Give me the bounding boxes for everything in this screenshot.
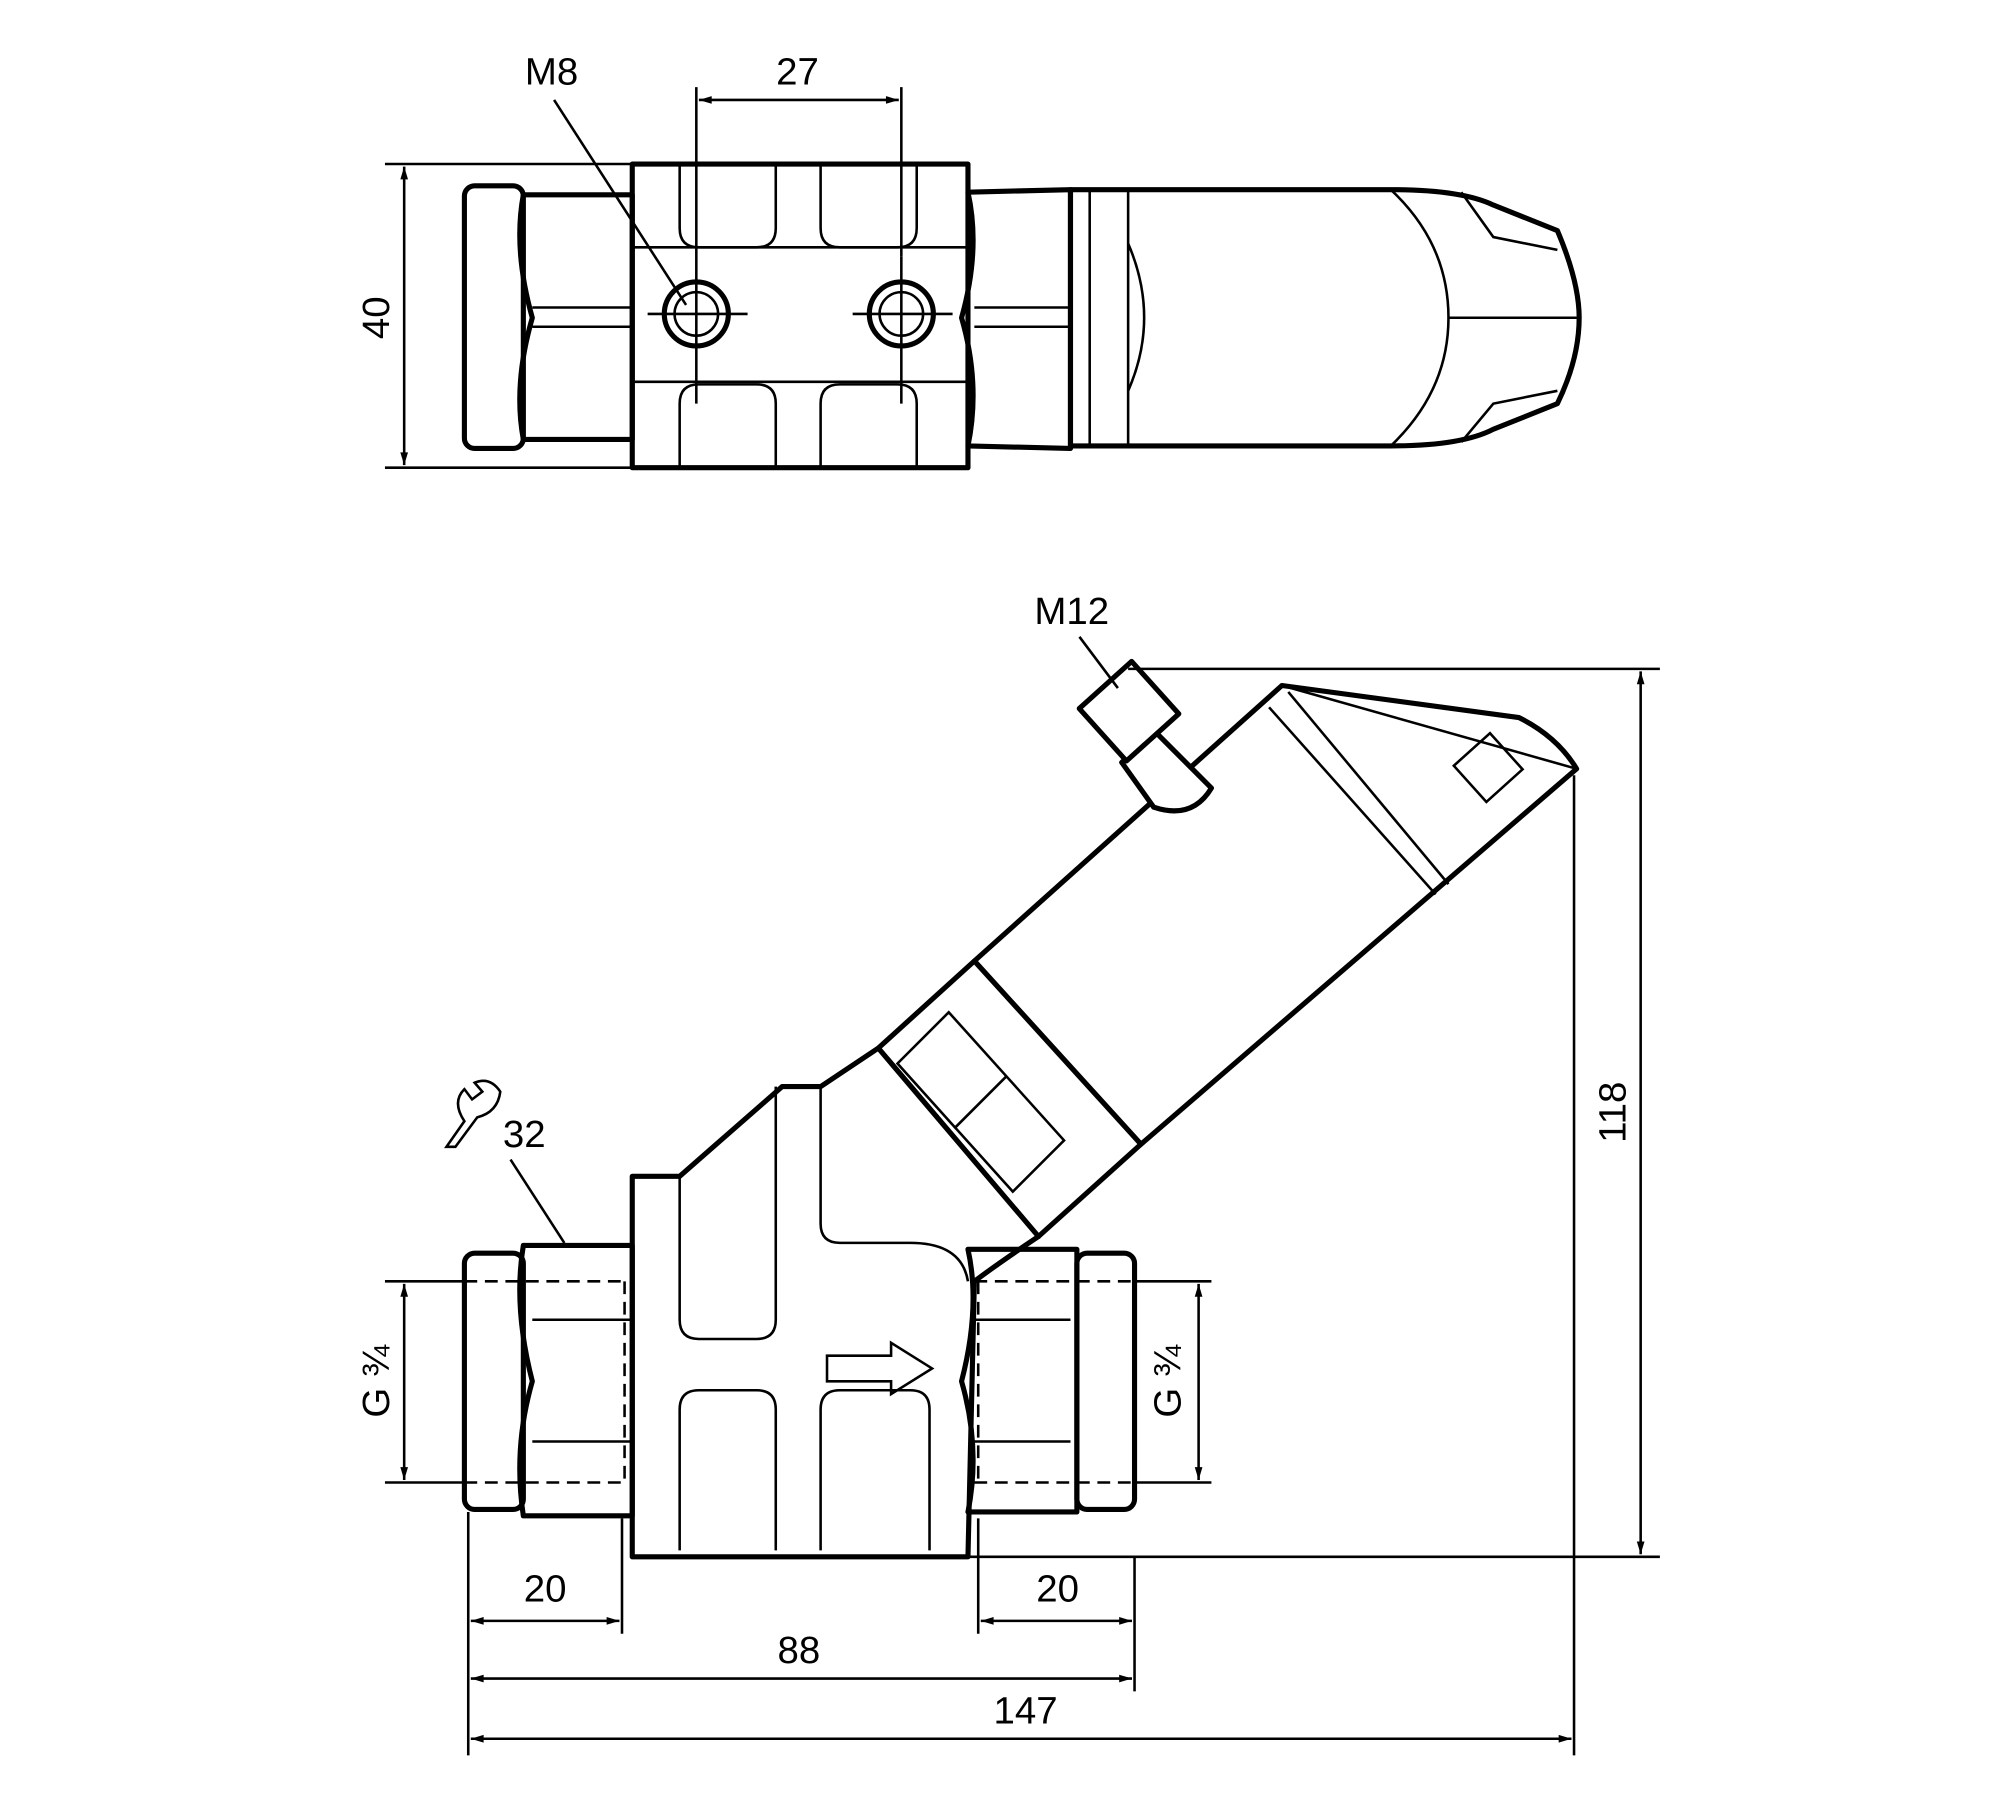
top-view: 40 27 M8 <box>355 51 1582 471</box>
center-block <box>629 161 971 471</box>
m12-label: M12 <box>1034 590 1109 633</box>
left-thread-length-label: 20 <box>524 1568 567 1611</box>
wrench-icon <box>444 1079 502 1149</box>
left-hex-nut <box>517 192 635 443</box>
led-window <box>1451 731 1525 804</box>
wrench-size-label: 32 <box>503 1113 546 1156</box>
side-view: M12 32 G ¾ G ¾ 118 20 20 88 147 <box>355 590 1660 1756</box>
top-height-label: 40 <box>355 296 398 339</box>
left-fitting-side <box>461 1250 526 1512</box>
flow-direction-arrow-icon <box>825 1340 935 1397</box>
right-thread-label: G ¾ <box>1147 1344 1190 1418</box>
m12-connector <box>1076 658 1214 814</box>
right-thread-length-label: 20 <box>1036 1568 1079 1611</box>
right-fitting-side <box>1074 1250 1138 1512</box>
height-label: 118 <box>1591 1082 1634 1143</box>
total-length-label: 147 <box>994 1689 1058 1732</box>
m8-label: M8 <box>525 51 578 94</box>
hole-spacing-label: 27 <box>776 51 819 94</box>
body-length-label: 88 <box>777 1629 820 1672</box>
right-nut-side <box>958 1246 1080 1515</box>
left-fitting <box>461 183 526 452</box>
right-hex-nut <box>958 187 1074 452</box>
left-thread-label: G ¾ <box>355 1344 398 1418</box>
left-nut-side <box>517 1242 635 1519</box>
m8-leader <box>553 99 688 306</box>
